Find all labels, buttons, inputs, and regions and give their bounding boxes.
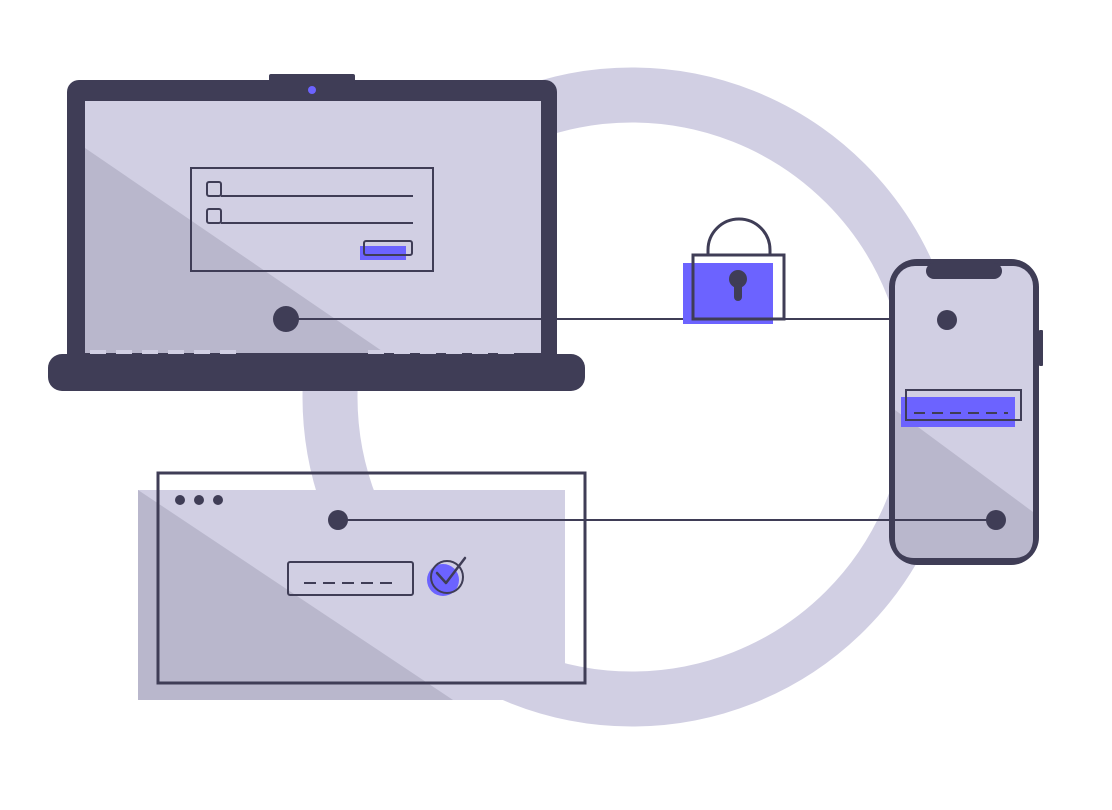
checkbox-2[interactable] — [206, 208, 222, 224]
keyhole-slot — [734, 283, 742, 301]
padlock-icon — [683, 217, 786, 324]
browser-window — [138, 471, 587, 700]
login-form-frame — [190, 167, 434, 272]
laptop-base — [48, 354, 585, 391]
keyhole-circle — [729, 270, 747, 288]
phone-notch — [926, 263, 1002, 279]
padlock-body-fill — [683, 263, 773, 324]
keyboard-keys — [90, 350, 514, 354]
laptop — [48, 74, 585, 391]
submit-button-outline — [363, 240, 413, 256]
checkmark-tick — [435, 556, 467, 585]
laptop-screen-shade — [85, 148, 385, 353]
webcam-dot — [308, 86, 316, 94]
laptop-login-form — [190, 167, 434, 272]
padlock-body-outline — [691, 253, 786, 321]
browser-frame — [156, 471, 587, 685]
padlock-shackle — [706, 217, 772, 255]
laptop-webcam-bar — [269, 74, 355, 84]
window-controls-dots — [175, 495, 223, 505]
submit-button-fill[interactable] — [360, 246, 406, 260]
phone-side-button — [1039, 330, 1043, 366]
phone-password-field-outline — [905, 389, 1022, 421]
phone-node-top — [937, 310, 957, 330]
browser-code-field[interactable] — [287, 561, 414, 596]
checkmark-icon — [427, 556, 467, 596]
phone — [889, 259, 1043, 565]
checkmark-outline — [430, 560, 464, 594]
checkbox-1[interactable] — [206, 181, 222, 197]
